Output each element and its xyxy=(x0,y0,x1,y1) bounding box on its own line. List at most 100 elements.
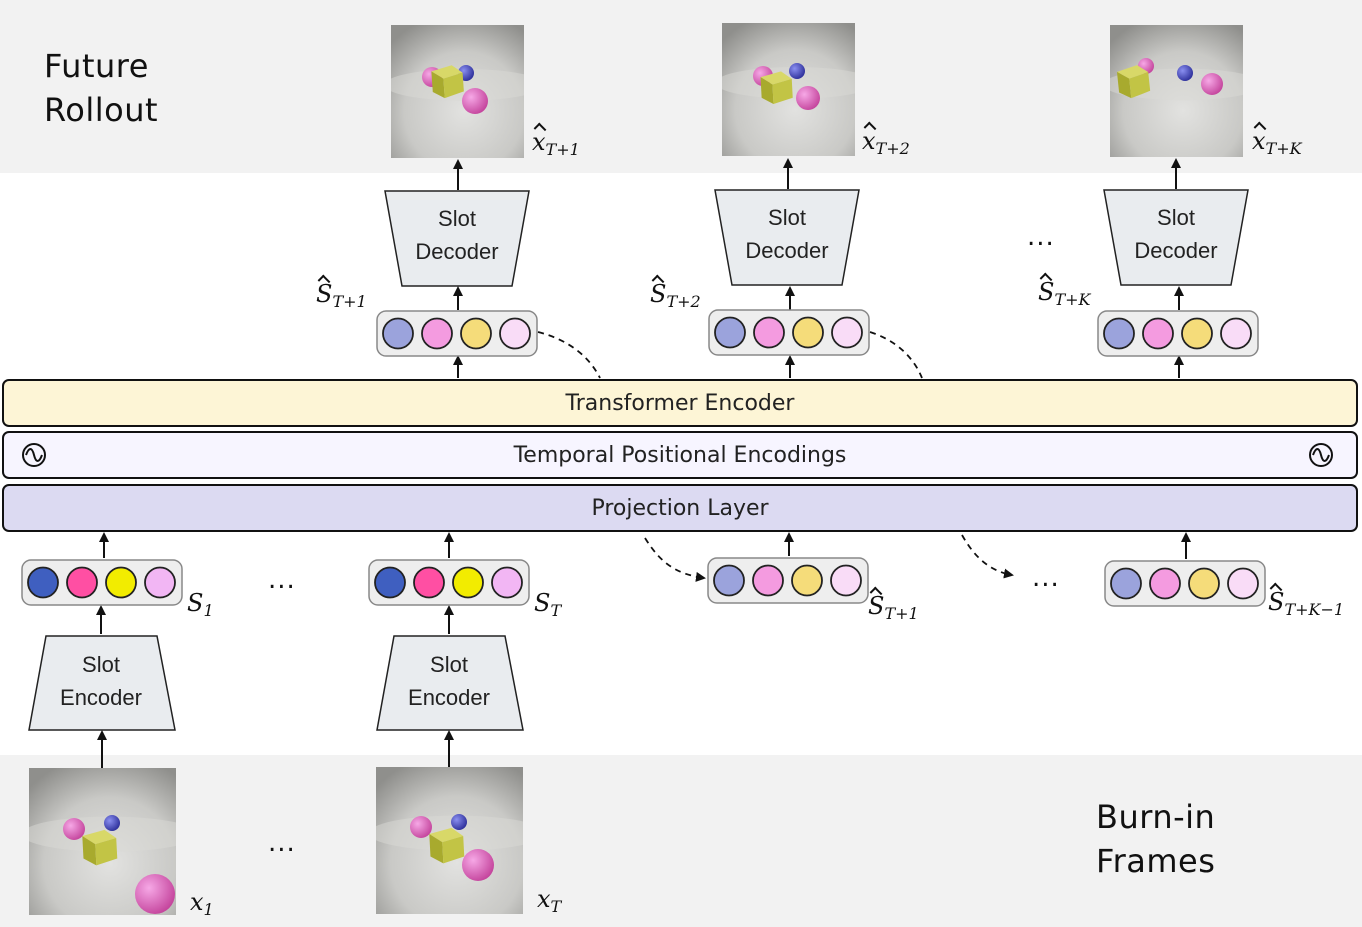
x-hat-symbol: x xyxy=(1252,127,1266,155)
frame-xhat-TK xyxy=(1110,25,1243,157)
slot-decoder-1: Slot Decoder xyxy=(384,190,530,287)
slot-decoder-3: Slot Decoder xyxy=(1103,189,1249,286)
slot-circle xyxy=(1181,317,1213,350)
encoder-1-line2: Encoder xyxy=(60,685,142,710)
future-rollout-title-line2: Rollout xyxy=(44,91,159,129)
transformer-encoder-bar: Transformer Encoder xyxy=(2,379,1358,427)
slot-group-container xyxy=(376,310,538,357)
frame-xT xyxy=(376,767,523,914)
label-shat-T1-bottom-sub: T+1 xyxy=(884,604,919,623)
slot-circle xyxy=(460,317,492,350)
slot-circle xyxy=(105,566,137,599)
slot-circle xyxy=(752,564,784,597)
future-rollout-title: Future Rollout xyxy=(44,44,158,132)
slot-circle xyxy=(1142,317,1174,350)
slot-circle xyxy=(792,316,824,349)
burn-in-title: Burn-in Frames xyxy=(1096,795,1215,883)
x-hat-symbol: x xyxy=(532,128,546,156)
slot-group-pred-top-1 xyxy=(376,310,538,357)
decoder-1-line2: Decoder xyxy=(415,239,498,264)
label-shat-T2-top: ST+2 xyxy=(650,280,701,311)
slot-circle xyxy=(830,564,862,597)
slot-circle xyxy=(499,317,531,350)
decoder-2-line2: Decoder xyxy=(745,238,828,263)
s-symbol: S xyxy=(187,589,204,617)
slot-decoder-2: Slot Decoder xyxy=(714,189,860,286)
slot-circle xyxy=(1227,567,1259,600)
slot-circle xyxy=(714,316,746,349)
slot-groups xyxy=(21,309,1266,607)
frame-x1 xyxy=(29,768,176,915)
label-xT: xT xyxy=(537,885,561,916)
ellipsis-top: ... xyxy=(1027,222,1055,252)
slot-encoder-1: Slot Encoder xyxy=(28,635,176,731)
s-hat-symbol: S xyxy=(650,280,667,308)
slot-circle xyxy=(413,566,445,599)
temporal-encodings-bar: Temporal Positional Encodings xyxy=(2,431,1358,479)
slot-circle xyxy=(27,566,59,599)
label-x1-sub: 1 xyxy=(203,900,214,919)
s-hat-symbol: S xyxy=(1038,278,1055,306)
projection-layer-bar: Projection Layer xyxy=(2,484,1358,532)
slot-circle xyxy=(1110,567,1142,600)
burn-in-title-line1: Burn-in xyxy=(1096,798,1216,836)
solid-arrows xyxy=(96,158,1191,768)
slot-group-container xyxy=(1104,560,1266,607)
label-shat-T2-top-sub: T+2 xyxy=(666,292,701,311)
slot-circle xyxy=(66,566,98,599)
slot-circle xyxy=(831,316,863,349)
slot-circle xyxy=(753,316,785,349)
s-hat-symbol: S xyxy=(868,592,885,620)
encoder-2-line2: Encoder xyxy=(408,685,490,710)
slot-circle xyxy=(421,317,453,350)
label-xhat-T2: xT+2 xyxy=(862,127,910,158)
dashed-feedback-2-bottom xyxy=(961,534,1014,579)
label-xT-sub: T xyxy=(550,897,562,916)
slot-group-pred-top-3 xyxy=(1097,310,1259,357)
slot-circle xyxy=(791,564,823,597)
temporal-encodings-label: Temporal Positional Encodings xyxy=(513,442,847,468)
burn-in-band xyxy=(0,755,1362,927)
ellipsis-slots-left: ... xyxy=(268,565,296,595)
slot-circle xyxy=(491,566,523,599)
sine-wave-icon-right xyxy=(1309,443,1333,467)
slot-circle xyxy=(382,317,414,350)
slot-encoder-2: Slot Encoder xyxy=(376,635,524,731)
label-xhat-TK-sub: T+K xyxy=(1265,139,1302,158)
slot-circle xyxy=(1103,317,1135,350)
slot-group-container xyxy=(21,559,183,606)
encoder-1-line1: Slot xyxy=(82,652,120,677)
slot-group-container xyxy=(708,309,870,356)
s-symbol: S xyxy=(534,589,551,617)
decoder-3-line2: Decoder xyxy=(1134,238,1217,263)
frame-xhat-T2 xyxy=(722,23,855,156)
slot-group-pred-top-2 xyxy=(708,309,870,356)
label-xhat-T1: xT+1 xyxy=(532,128,580,159)
slot-group-pred-bottom-1 xyxy=(707,557,869,604)
label-sT: ST xyxy=(534,589,561,620)
burn-in-title-line2: Frames xyxy=(1096,842,1216,880)
label-shat-T1-top-sub: T+1 xyxy=(332,292,367,311)
ellipsis-slots-right: ... xyxy=(1032,563,1060,593)
dashed-feedback-2-top xyxy=(869,331,923,379)
slot-group-orig-T xyxy=(368,559,530,606)
projection-layer-label: Projection Layer xyxy=(591,495,769,521)
label-xhat-T1-sub: T+1 xyxy=(545,140,580,159)
dashed-feedback-1-top xyxy=(537,331,601,379)
decoder-1-line1: Slot xyxy=(438,206,476,231)
transformer-encoder-label: Transformer Encoder xyxy=(565,390,795,416)
sine-wave-icon-left xyxy=(22,443,46,467)
s-hat-symbol: S xyxy=(1268,588,1285,616)
s-hat-symbol: S xyxy=(316,280,333,308)
label-s1-sub: 1 xyxy=(203,601,214,620)
label-x1: x1 xyxy=(190,888,214,919)
decoder-2-line1: Slot xyxy=(768,205,806,230)
frame-xhat-T1 xyxy=(391,25,524,158)
slot-group-container xyxy=(707,557,869,604)
x-symbol: x xyxy=(190,888,204,916)
slot-circle xyxy=(452,566,484,599)
slot-circle xyxy=(1188,567,1220,600)
label-s1: S1 xyxy=(187,589,214,620)
